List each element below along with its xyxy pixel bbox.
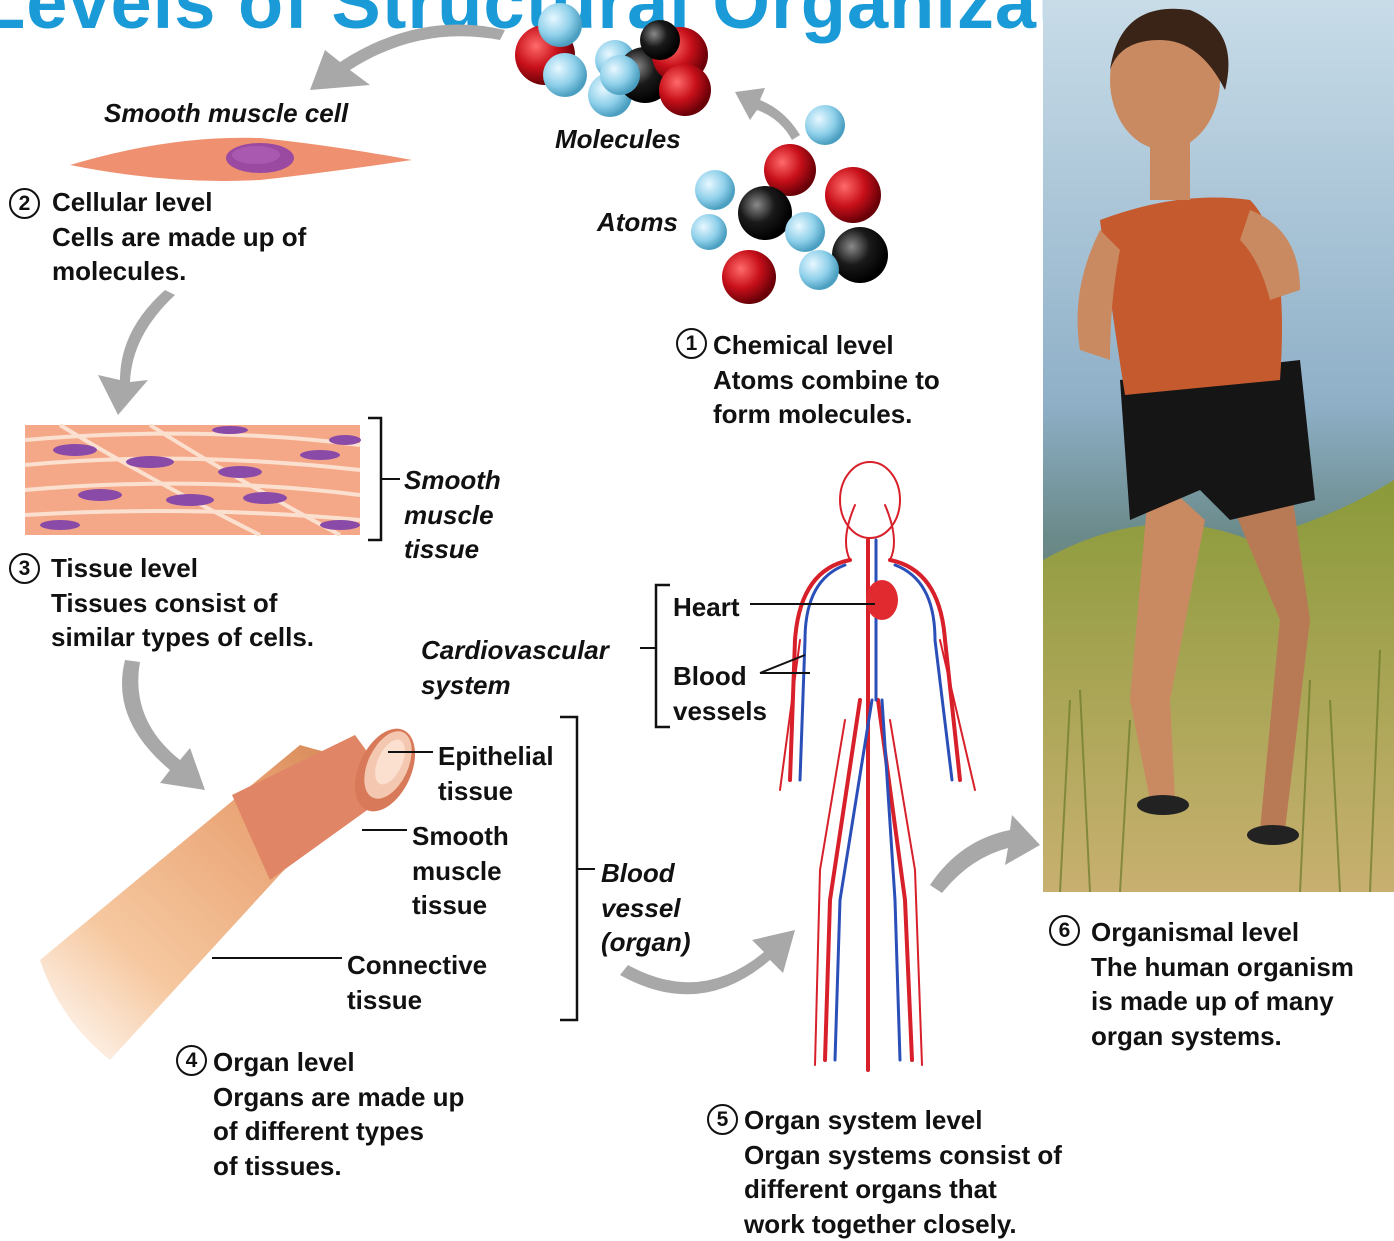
level-1-text: Chemical level Atoms combine to form mol…: [713, 328, 940, 432]
cardiovascular-graphic: [780, 462, 975, 1070]
level-1-number: 1: [676, 328, 707, 359]
runner-photo: [1043, 0, 1394, 892]
level-5-text: Organ system level Organ systems consist…: [744, 1103, 1062, 1241]
level-3-number: 3: [9, 553, 40, 584]
organ-smooth-muscle-tissue-label: Smooth muscle tissue: [412, 819, 509, 923]
smooth-muscle-cell-graphic: [70, 138, 412, 181]
smooth-muscle-tissue-graphic: [25, 418, 400, 540]
cardiovascular-system-label: Cardiovascular system: [421, 633, 609, 702]
molecules-label: Molecules: [555, 122, 681, 156]
blood-vessel-organ-label: Blood vessel (organ): [601, 856, 691, 960]
smooth-muscle-cell-label: Smooth muscle cell: [104, 96, 348, 130]
atoms-label: Atoms: [597, 205, 678, 239]
level-6-text: Organismal level The human organism is m…: [1091, 915, 1354, 1053]
heart-label: Heart: [673, 590, 739, 624]
connective-tissue-label: Connective tissue: [347, 948, 487, 1017]
level-4-number: 4: [176, 1045, 207, 1076]
blood-vessels-label: Blood vessels: [673, 659, 767, 728]
level-5-number: 5: [707, 1104, 738, 1135]
epithelial-tissue-label: Epithelial tissue: [438, 739, 554, 808]
smooth-muscle-tissue-label: Smooth muscle tissue: [404, 463, 501, 567]
level-6-number: 6: [1049, 915, 1080, 946]
molecules-graphic: [515, 3, 711, 117]
level-2-text: Cellular level Cells are made up of mole…: [52, 185, 306, 289]
level-2-number: 2: [9, 188, 40, 219]
level-3-text: Tissue level Tissues consist of similar …: [51, 551, 314, 655]
level-4-text: Organ level Organs are made up of differ…: [213, 1045, 464, 1183]
